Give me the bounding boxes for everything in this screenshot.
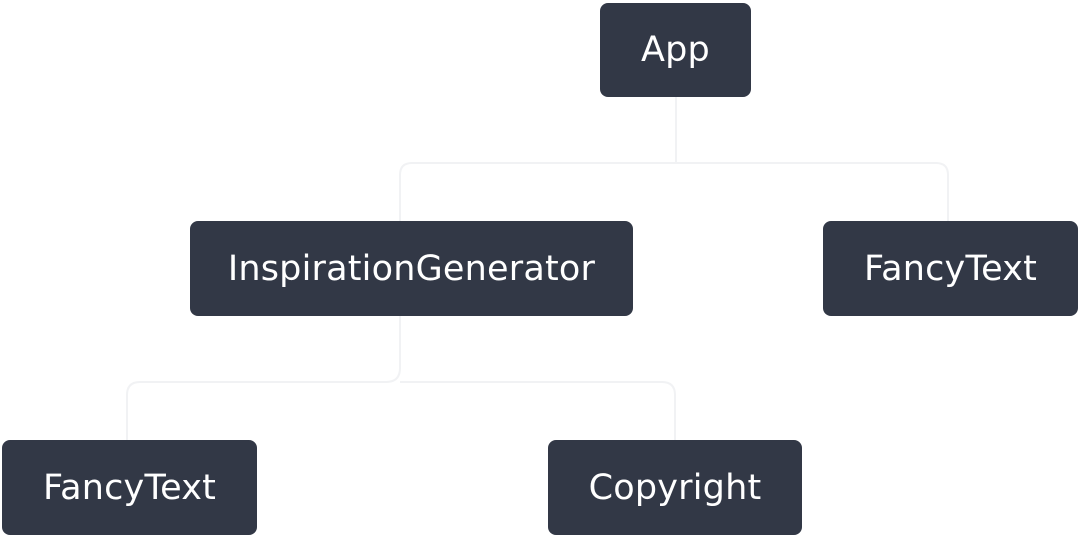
node-copyright: Copyright: [548, 440, 802, 535]
node-app-label: App: [641, 30, 710, 70]
node-fancytext-left: FancyText: [2, 440, 257, 535]
node-fancytext-right: FancyText: [823, 221, 1078, 316]
node-inspiration-generator: InspirationGenerator: [190, 221, 633, 316]
node-copyright-label: Copyright: [588, 467, 762, 508]
edge-inspiration-generator-to-copyright: [400, 381, 676, 440]
edge-app-to-inspiration-generator: [399, 97, 677, 221]
node-inspiration-generator-label: InspirationGenerator: [227, 248, 596, 289]
node-fancytext-left-label: FancyText: [42, 467, 217, 508]
node-fancytext-right-label: FancyText: [863, 248, 1038, 289]
edge-app-to-fancytext-right: [676, 162, 949, 221]
edge-inspiration-generator-to-fancytext-left: [126, 316, 401, 440]
node-app: App: [600, 3, 751, 97]
